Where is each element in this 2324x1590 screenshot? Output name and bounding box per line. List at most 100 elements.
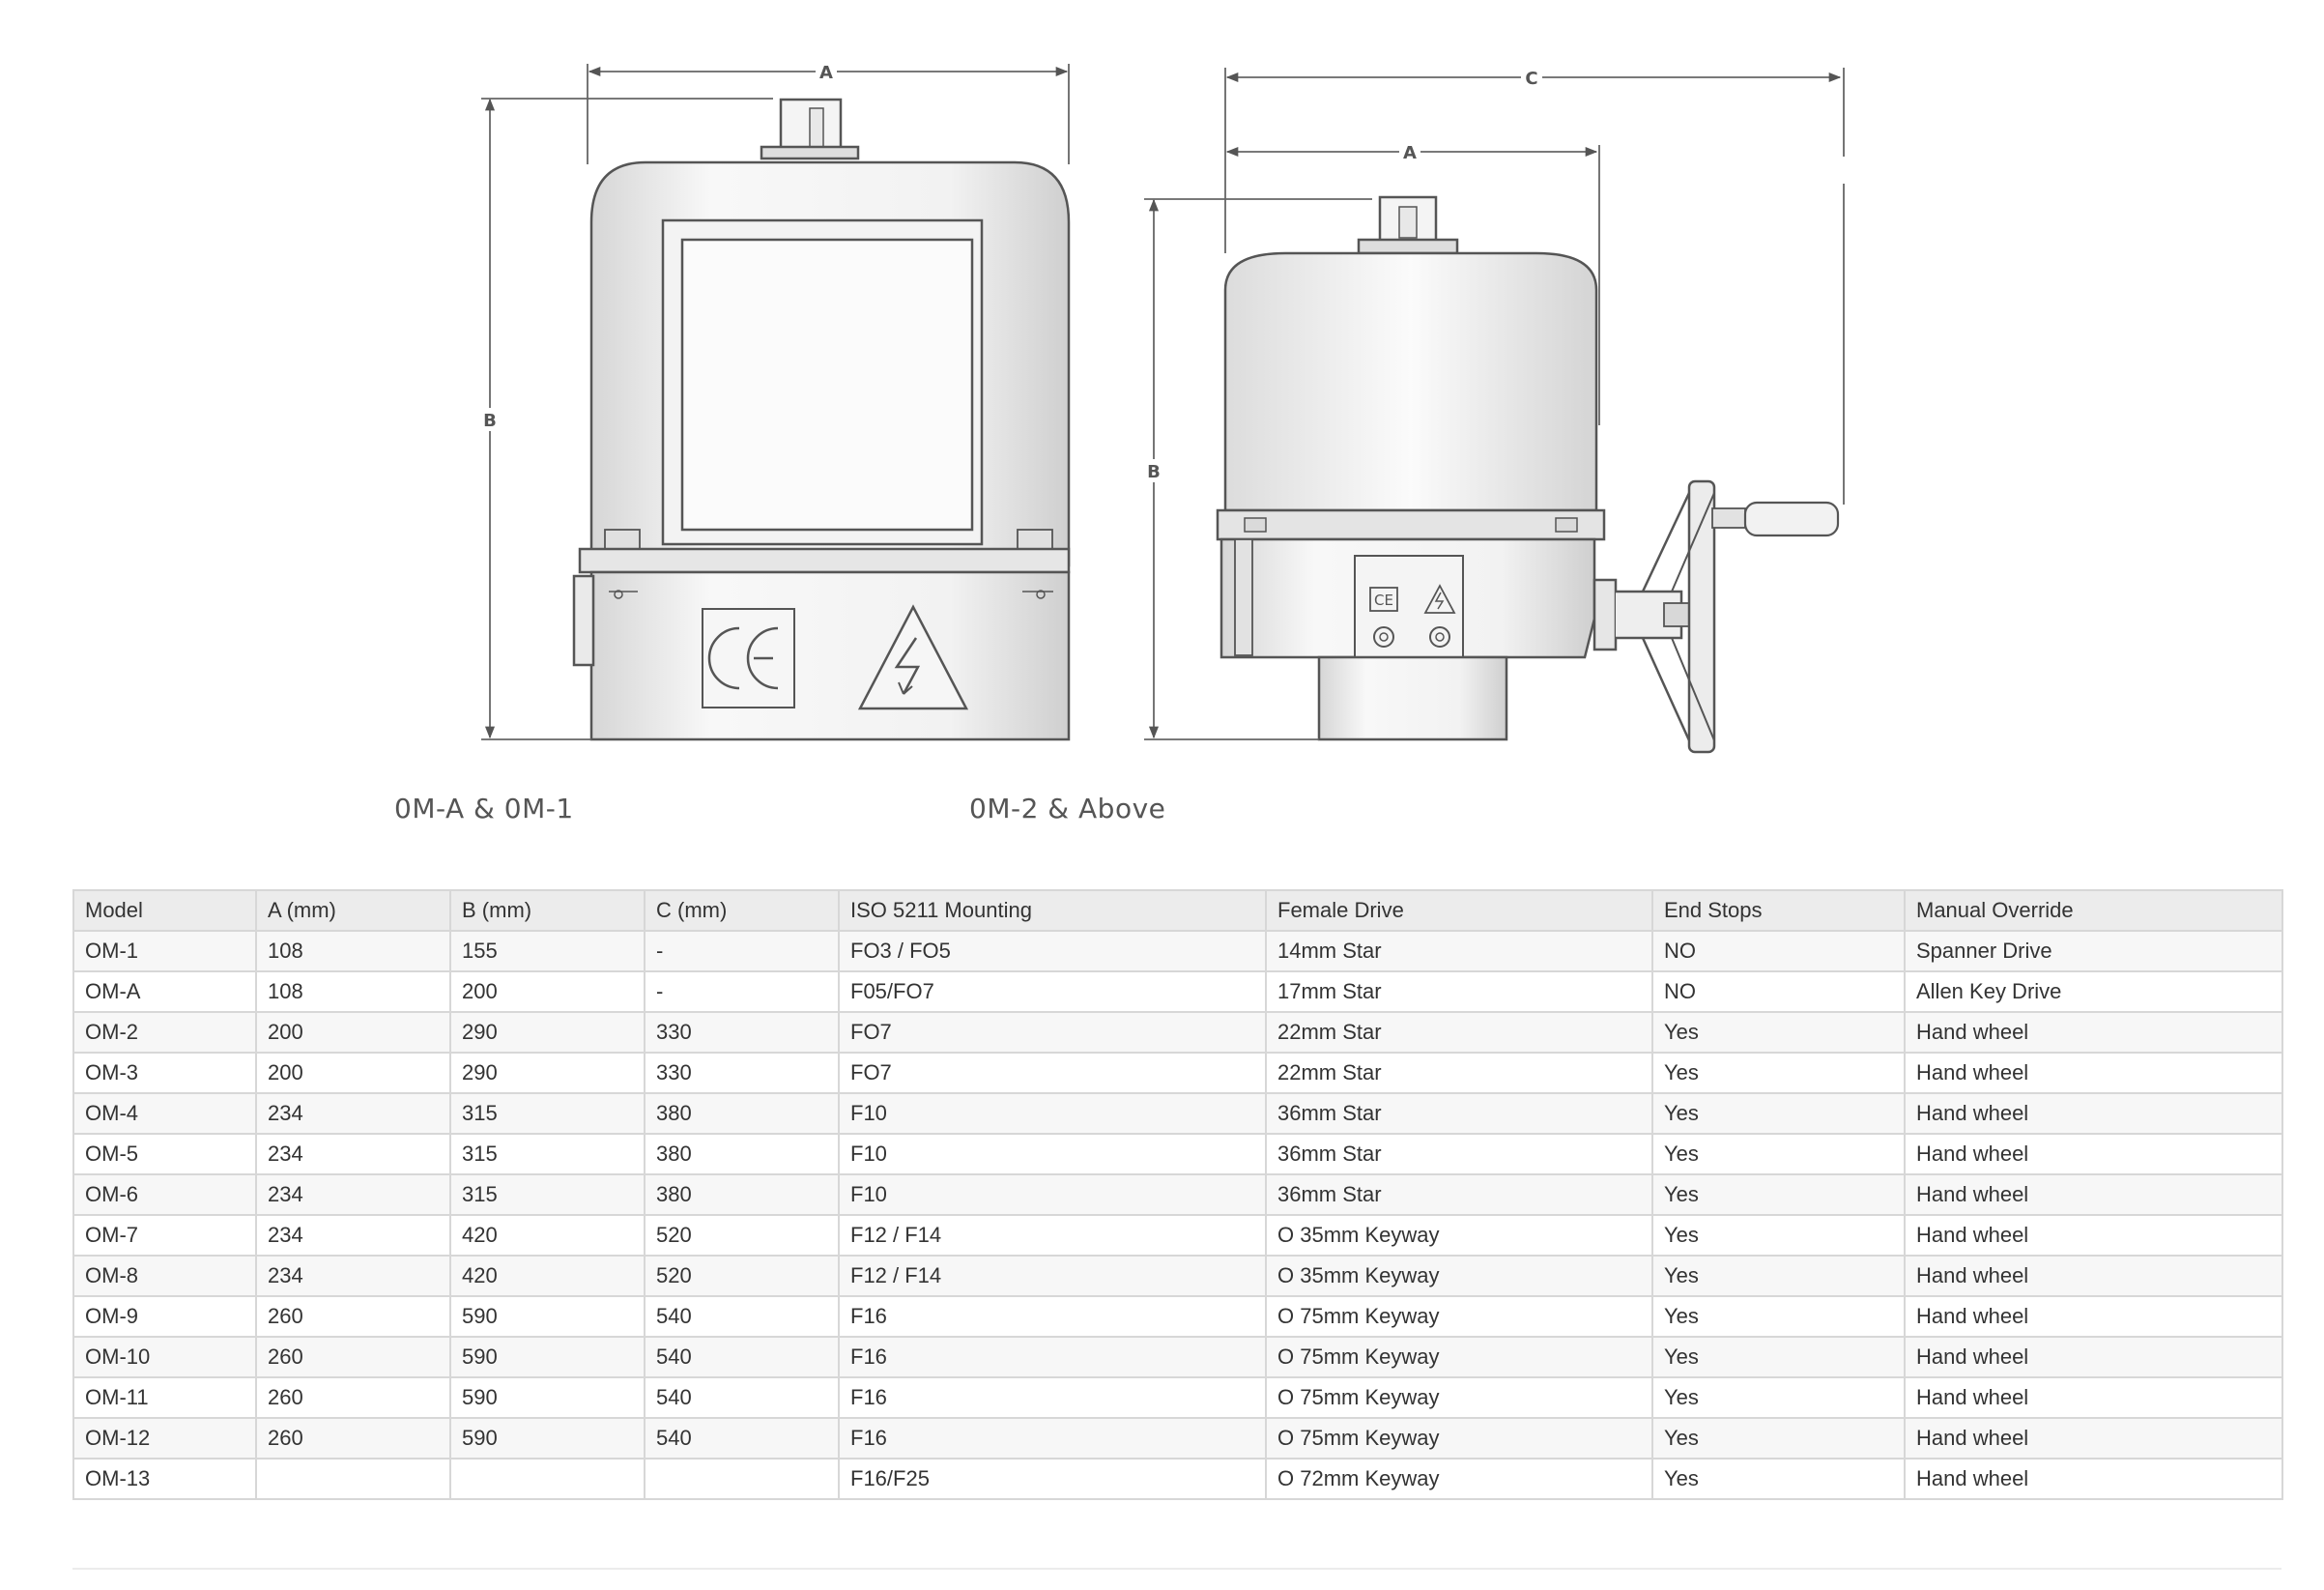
cell-model: OM-A [72,970,257,1013]
cell-manual-override: Hand wheel [1904,1458,2283,1500]
cell-female-drive: 36mm Star [1265,1173,1653,1216]
cell-a-mm: 108 [255,970,451,1013]
cell-iso-mounting: FO7 [838,1011,1267,1054]
cell-female-drive: O 75mm Keyway [1265,1295,1653,1338]
cell-end-stops: Yes [1651,1336,1906,1378]
cell-model: OM-2 [72,1011,257,1054]
cell-a-mm: 260 [255,1295,451,1338]
cell-iso-mounting: F16 [838,1376,1267,1419]
cell-a-mm: 234 [255,1255,451,1297]
specification-table: Model A (mm) B (mm) C (mm) ISO 5211 Moun… [72,889,2283,1500]
small-actuator-view [572,98,1071,741]
cell-iso-mounting: F10 [838,1173,1267,1216]
cell-manual-override: Hand wheel [1904,1417,2283,1460]
header-end-stops: End Stops [1651,889,1906,932]
cell-c-mm: 540 [644,1295,840,1338]
cell-iso-mounting: F12 / F14 [838,1255,1267,1297]
cell-manual-override: Hand wheel [1904,1052,2283,1094]
cell-end-stops: Yes [1651,1052,1906,1094]
cell-c-mm: 540 [644,1376,840,1419]
cell-iso-mounting: F16 [838,1295,1267,1338]
cell-manual-override: Hand wheel [1904,1092,2283,1135]
cell-b-mm: 590 [449,1295,646,1338]
large-actuator-view: CE [1216,195,1840,754]
cell-model: OM-5 [72,1133,257,1175]
cell-c-mm: 380 [644,1092,840,1135]
cell-iso-mounting: F12 / F14 [838,1214,1267,1257]
cell-end-stops: Yes [1651,1173,1906,1216]
cell-female-drive: O 75mm Keyway [1265,1376,1653,1419]
cell-end-stops: Yes [1651,1011,1906,1054]
dim-label-b-right: B [1147,462,1161,482]
cell-a-mm: 234 [255,1092,451,1135]
cell-manual-override: Spanner Drive [1904,930,2283,972]
dim-label-c-right: C [1525,69,1537,89]
cell-model: OM-11 [72,1376,257,1419]
cell-manual-override: Hand wheel [1904,1214,2283,1257]
cell-end-stops: Yes [1651,1417,1906,1460]
cell-manual-override: Hand wheel [1904,1376,2283,1419]
header-model: Model [72,889,257,932]
dome-flange [1216,508,1606,541]
cell-b-mm: 290 [449,1052,646,1094]
cell-end-stops: NO [1651,930,1906,972]
cell-female-drive: 14mm Star [1265,930,1653,972]
cell-female-drive: O 72mm Keyway [1265,1458,1653,1500]
cell-manual-override: Hand wheel [1904,1336,2283,1378]
svg-text:CE: CE [1374,592,1393,609]
cell-c-mm: 380 [644,1173,840,1216]
cell-iso-mounting: F05/FO7 [838,970,1267,1013]
cell-female-drive: O 75mm Keyway [1265,1417,1653,1460]
cell-b-mm: 590 [449,1336,646,1378]
cell-iso-mounting: F16 [838,1336,1267,1378]
handwheel [1641,479,1840,754]
cell-b-mm: 315 [449,1092,646,1135]
caption-large-models: 0M-2 & Above [969,793,1166,824]
cell-end-stops: Yes [1651,1376,1906,1419]
cell-c-mm: 540 [644,1336,840,1378]
cell-a-mm [255,1458,451,1500]
cell-a-mm: 234 [255,1173,451,1216]
handwheel-grip [1743,501,1840,537]
cell-c-mm: - [644,970,840,1013]
cell-end-stops: Yes [1651,1295,1906,1338]
cell-female-drive: 36mm Star [1265,1092,1653,1135]
cell-manual-override: Hand wheel [1904,1255,2283,1297]
header-iso-mounting: ISO 5211 Mounting [838,889,1267,932]
cell-b-mm: 155 [449,930,646,972]
base-flange [578,547,1071,574]
dim-label-a-left: A [819,63,833,83]
header-a-mm: A (mm) [255,889,451,932]
cell-female-drive: O 35mm Keyway [1265,1214,1653,1257]
cell-c-mm [644,1458,840,1500]
cell-b-mm: 590 [449,1417,646,1460]
cell-manual-override: Hand wheel [1904,1173,2283,1216]
cell-b-mm: 420 [449,1255,646,1297]
cell-model: OM-4 [72,1092,257,1135]
cell-end-stops: NO [1651,970,1906,1013]
cell-end-stops: Yes [1651,1214,1906,1257]
base-body [589,570,1071,741]
cell-end-stops: Yes [1651,1458,1906,1500]
bottom-divider [72,1568,2281,1570]
cell-iso-mounting: F16/F25 [838,1458,1267,1500]
cell-manual-override: Hand wheel [1904,1295,2283,1338]
cell-iso-mounting: F10 [838,1133,1267,1175]
cell-a-mm: 260 [255,1336,451,1378]
cell-c-mm: 330 [644,1052,840,1094]
cell-female-drive: 22mm Star [1265,1052,1653,1094]
cell-a-mm: 234 [255,1214,451,1257]
actuator-dimension-drawing: CE [479,62,1845,754]
cell-b-mm: 200 [449,970,646,1013]
cell-female-drive: O 35mm Keyway [1265,1255,1653,1297]
